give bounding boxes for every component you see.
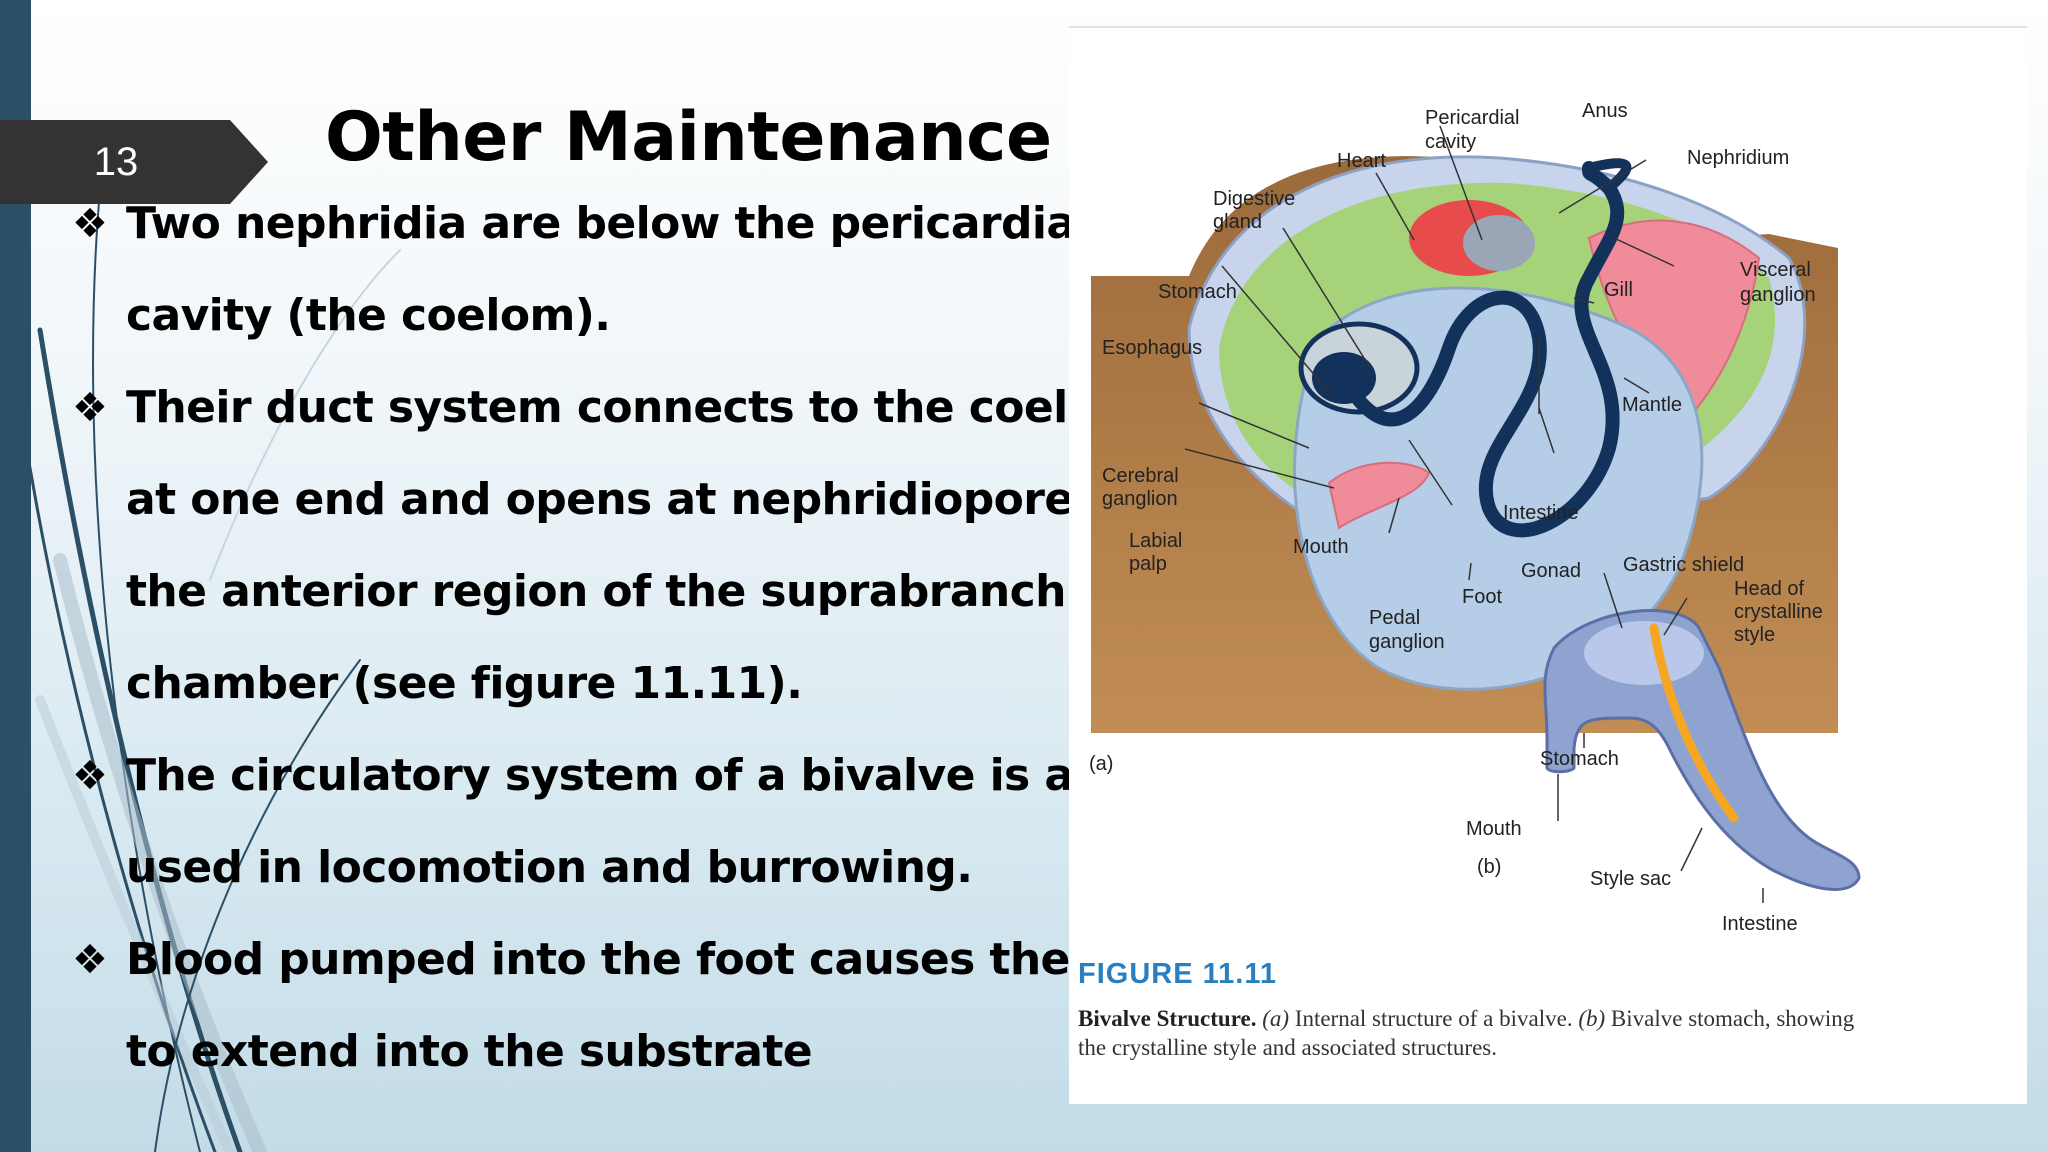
- label-visceral-ganglion-1: Visceral: [1740, 259, 1811, 281]
- bullet-icon: ❖: [72, 753, 108, 799]
- bullet-1-line-1: Two nephridia are below the pericardial: [126, 198, 1091, 249]
- slide-number: 13: [93, 140, 139, 184]
- figure-caption-text-2: Bivalve stomach, showing the crystalline…: [1078, 1006, 1855, 1060]
- label-head-of-crystalline-style-1: Head of: [1734, 578, 1804, 600]
- label-gill: Gill: [1604, 279, 1633, 301]
- bullet-4-line-2: to extend into the substrate: [126, 1026, 813, 1077]
- label-esophagus: Esophagus: [1102, 337, 1202, 359]
- figure-top-rule: [1069, 26, 2027, 28]
- bullet-1-line-2: cavity (the coelom).: [126, 290, 611, 341]
- figure-caption-text-1: Internal structure of a bivalve.: [1289, 1006, 1579, 1031]
- figure-number: FIGURE 11.11: [1078, 958, 1277, 990]
- figure-caption-label-a: (a): [1262, 1006, 1290, 1031]
- label-head-of-crystalline-style-2: crystalline: [1734, 601, 1823, 623]
- label-gonad: Gonad: [1521, 560, 1581, 582]
- bullet-icon: ❖: [72, 937, 108, 983]
- label-pericardial-cavity-2: cavity: [1425, 131, 1476, 153]
- figure-caption-title: Bivalve Structure.: [1078, 1006, 1257, 1031]
- label-intestine-a: Intestine: [1503, 502, 1579, 524]
- bullet-3-line-2: used in locomotion and burrowing.: [126, 842, 973, 893]
- figure-b-illustration: [1543, 572, 1861, 903]
- bullet-2-line-2: at one end and opens at nephridiopores i…: [126, 474, 1160, 525]
- label-nephridium: Nephridium: [1687, 147, 1789, 169]
- label-stomach-b: Stomach: [1540, 748, 1619, 770]
- label-gastric-shield: Gastric shield: [1623, 554, 1744, 576]
- bullet-4-line-1: Blood pumped into the foot causes the fo…: [126, 934, 1183, 985]
- label-panel-a: (a): [1089, 753, 1113, 775]
- label-style-sac: Style sac: [1590, 868, 1671, 890]
- label-visceral-ganglion-2: ganglion: [1740, 284, 1816, 306]
- slide-number-tab: 13: [0, 120, 268, 204]
- label-digestive-gland-1: Digestive: [1213, 188, 1295, 210]
- figure-a-illustration: [1091, 125, 1838, 733]
- bullet-2-line-4: chamber (see figure 11.11).: [126, 658, 803, 709]
- bullet-3-line-1: The circulatory system of a bivalve is a…: [126, 750, 1144, 801]
- label-anus: Anus: [1582, 100, 1628, 122]
- label-labial-palp-2: palp: [1129, 553, 1167, 575]
- bullet-2-line-3: the anterior region of the suprabranchia…: [126, 566, 1125, 617]
- label-heart: Heart: [1337, 150, 1386, 172]
- label-cerebral-ganglion-2: ganglion: [1102, 488, 1178, 510]
- figure-caption: Bivalve Structure. (a) Internal structur…: [1078, 1004, 1868, 1062]
- label-intestine-b: Intestine: [1722, 913, 1798, 935]
- bivalve-figure: Anus Pericardial cavity Heart Nephridium…: [1089, 100, 1861, 935]
- label-pedal-ganglion-1: Pedal: [1369, 607, 1420, 629]
- label-stomach-a: Stomach: [1158, 281, 1237, 303]
- label-mantle: Mantle: [1622, 394, 1682, 416]
- label-pedal-ganglion-2: ganglion: [1369, 631, 1445, 653]
- slide-number-tab-shape: [0, 120, 268, 204]
- label-pericardial-cavity-1: Pericardial: [1425, 107, 1519, 129]
- label-cerebral-ganglion-1: Cerebral: [1102, 465, 1179, 487]
- decorative-lines: [20, 189, 401, 1152]
- figure-caption-label-b: (b): [1578, 1006, 1606, 1031]
- label-mouth-b: Mouth: [1466, 818, 1522, 840]
- label-panel-b: (b): [1477, 856, 1501, 878]
- label-digestive-gland-2: gland: [1213, 211, 1262, 233]
- label-foot: Foot: [1462, 586, 1502, 608]
- label-mouth-a: Mouth: [1293, 536, 1349, 558]
- label-labial-palp-1: Labial: [1129, 530, 1182, 552]
- bullet-2-line-1: Their duct system connects to the coelom: [126, 382, 1143, 433]
- bullet-icon: ❖: [72, 385, 108, 431]
- bullet-icon: ❖: [72, 201, 108, 247]
- label-head-of-crystalline-style-3: style: [1734, 624, 1775, 646]
